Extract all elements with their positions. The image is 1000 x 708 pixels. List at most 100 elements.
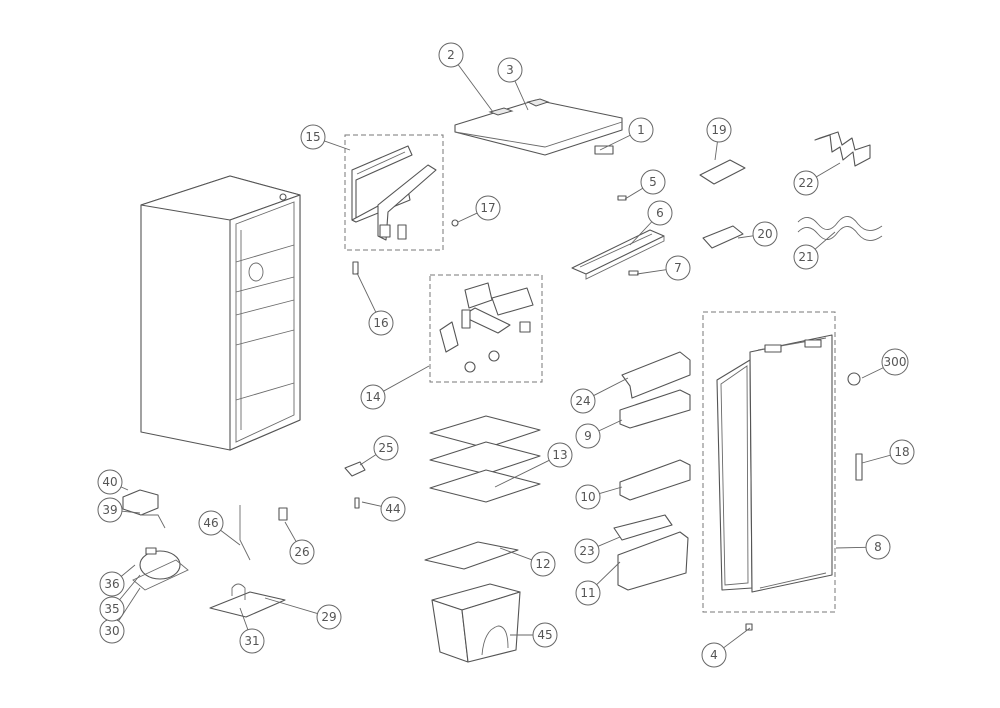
leader-line [599, 134, 631, 151]
callout-number: 4 [710, 648, 718, 662]
callout-36: 36 [99, 564, 136, 597]
callout-5: 5 [624, 169, 666, 200]
crisper-drawer [431, 583, 521, 663]
callout-44: 44 [361, 496, 406, 522]
callout-22: 22 [793, 162, 841, 196]
leader-line [239, 607, 249, 630]
callout-number: 14 [365, 390, 380, 404]
door-bin-middle [619, 459, 691, 501]
callout-number: 12 [535, 557, 550, 571]
base-plate [209, 591, 286, 618]
leader-line [499, 547, 532, 561]
callout-circle [97, 497, 123, 523]
callout-circle [575, 423, 601, 449]
callout-circle [575, 580, 601, 606]
callout-number: 45 [537, 628, 552, 642]
callout-14: 14 [360, 365, 430, 410]
top-cover [454, 98, 623, 156]
callout-46: 46 [198, 510, 241, 546]
callout-19: 19 [706, 117, 732, 161]
drier-clip [278, 507, 288, 521]
wire [140, 514, 166, 529]
callout-circle [289, 539, 315, 565]
shelf-bracket [344, 461, 366, 477]
callout-circle [628, 117, 654, 143]
leader-line [629, 221, 653, 246]
leader-line [723, 627, 751, 649]
callout-40: 40 [97, 469, 129, 495]
callout-circle [647, 200, 673, 226]
ice-tray [699, 159, 746, 185]
leader-line [324, 140, 351, 151]
callout-number: 16 [373, 316, 388, 330]
hinge-pin [352, 261, 359, 275]
callout-13: 13 [494, 442, 573, 488]
callout-number: 24 [575, 394, 590, 408]
callout-15: 15 [300, 124, 351, 151]
screw-small [617, 195, 627, 201]
callout-16: 16 [356, 272, 394, 336]
callout-number: 7 [674, 261, 682, 275]
callout-31: 31 [239, 607, 265, 654]
foot-cap [847, 372, 861, 386]
callout-circle [865, 534, 891, 560]
callout-number: 39 [102, 503, 117, 517]
callout-23: 23 [574, 536, 621, 564]
callout-circle [475, 195, 501, 221]
leader-line [593, 377, 629, 396]
callout-number: 36 [104, 577, 119, 591]
callout-circle [706, 117, 732, 143]
callout-9: 9 [575, 419, 623, 449]
callout-circle [889, 439, 915, 465]
callout-circle [574, 538, 600, 564]
leader-line [220, 529, 241, 546]
callout-number: 30 [104, 624, 119, 638]
callout-number: 2 [447, 48, 455, 62]
callout-number: 17 [480, 201, 495, 215]
callout-1: 1 [599, 117, 654, 151]
screw [354, 497, 360, 509]
callout-number: 44 [385, 502, 400, 516]
callout-circle [793, 244, 819, 270]
leader-line [361, 501, 382, 507]
refrigerator-cabinet [140, 175, 301, 451]
callout-circle [881, 348, 909, 376]
callout-39: 39 [97, 497, 141, 523]
callout-number: 46 [203, 516, 218, 530]
thermostat-control-parts [439, 282, 534, 373]
callout-number: 22 [798, 176, 813, 190]
callout-circle [497, 57, 523, 83]
callout-circle [575, 484, 601, 510]
main-door [716, 334, 833, 593]
callout-circle [547, 442, 573, 468]
relay-box [122, 489, 159, 516]
callout-circle [380, 496, 406, 522]
clip-small [628, 270, 639, 276]
callout-number: 5 [649, 175, 657, 189]
callout-number: 26 [294, 545, 309, 559]
leader-line [861, 366, 885, 379]
freezer-door-group-box [344, 134, 444, 251]
callout-circle [532, 622, 558, 648]
callout-circle [360, 384, 386, 410]
leader-line [596, 561, 621, 585]
callout-45: 45 [510, 622, 558, 648]
door-handle [855, 453, 863, 481]
rating-label [594, 145, 614, 155]
callout-number: 40 [102, 475, 117, 489]
callout-circle [640, 169, 666, 195]
leader-line [737, 235, 754, 239]
control-group-box [429, 274, 543, 383]
callout-24: 24 [570, 377, 629, 414]
wine-rack-upper [814, 131, 871, 167]
callout-circle [438, 42, 464, 68]
callout-number: 21 [798, 250, 813, 264]
callout-17: 17 [457, 195, 501, 223]
crisper-cover [424, 541, 519, 570]
callout-35: 35 [99, 574, 141, 622]
callout-circle [368, 310, 394, 336]
callout-circle [99, 571, 125, 597]
leader-line [598, 419, 623, 432]
callout-10: 10 [575, 484, 623, 510]
callout-18: 18 [861, 439, 915, 465]
